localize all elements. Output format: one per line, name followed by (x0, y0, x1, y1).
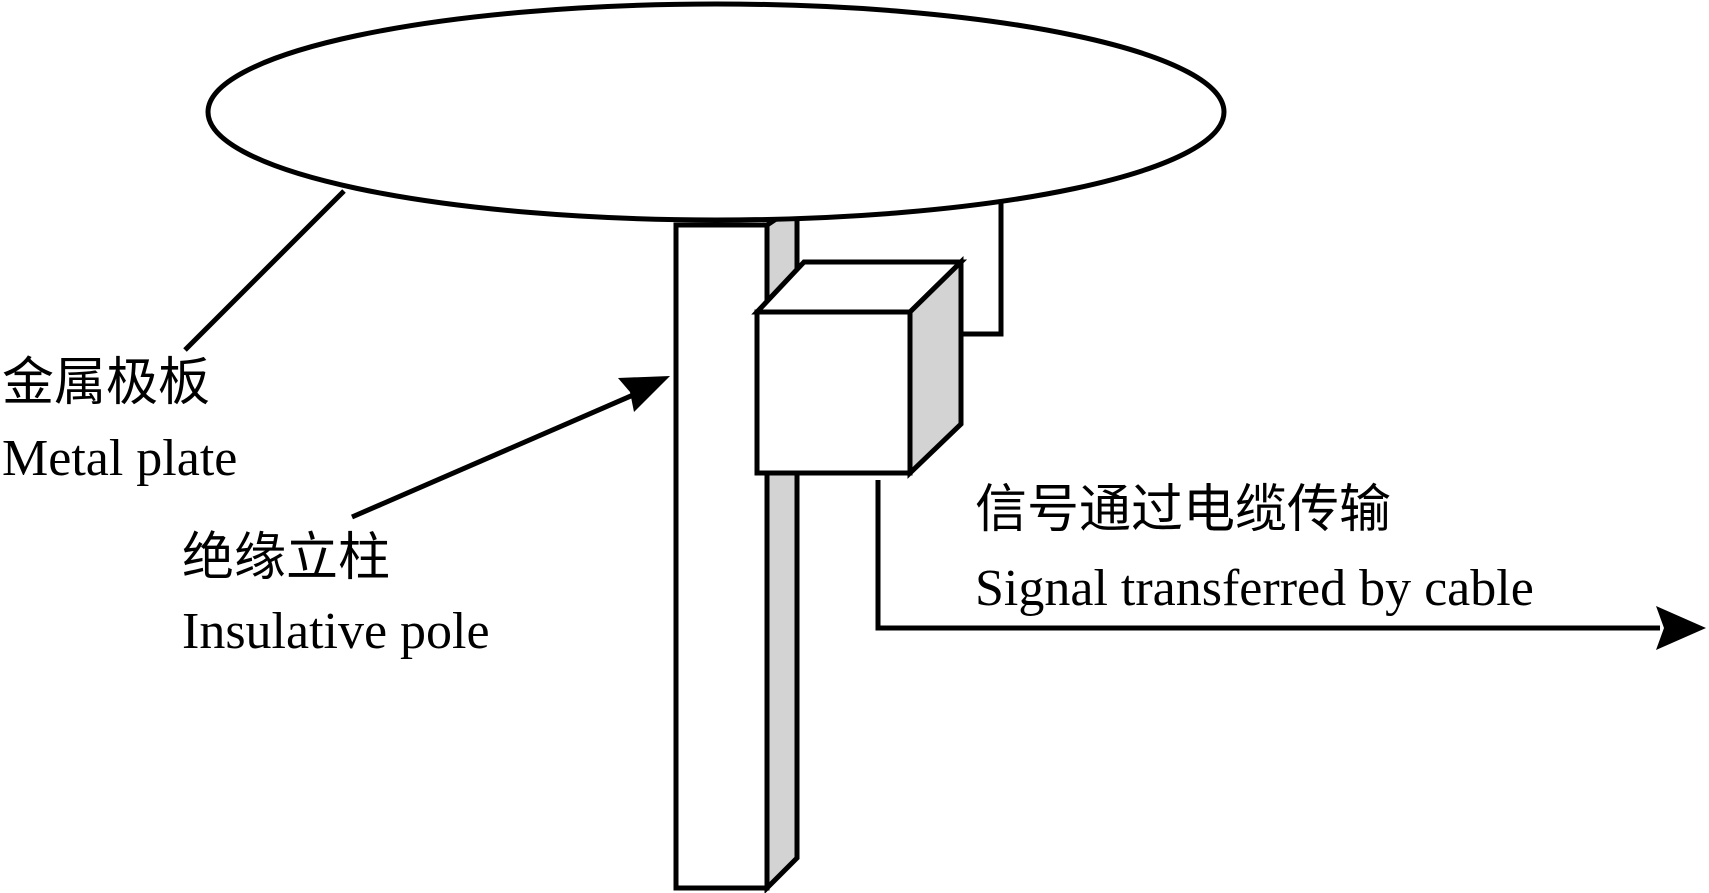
signal-cable-line (875, 480, 1660, 631)
signal-cable-label-en: Signal transferred by cable (975, 560, 1534, 617)
insulative-pole-label-zh: 绝缘立柱 (182, 528, 390, 588)
pole-front-face (673, 222, 770, 891)
insulative-pole-leader-line (351, 389, 641, 520)
insulative-pole-label-en: Insulative pole (182, 603, 490, 660)
signal-cable-arrowhead (1656, 606, 1706, 650)
insulative-pole-arrowhead (618, 376, 670, 412)
sensor-box-front-face (754, 309, 913, 476)
metal-plate (205, 1, 1227, 223)
metal-plate-leader-line (183, 189, 346, 352)
metal-plate-label-en: Metal plate (2, 430, 237, 487)
signal-cable-label-zh: 信号通过电缆传输 (975, 480, 1391, 540)
metal-plate-label-zh: 金属极板 (2, 353, 210, 413)
